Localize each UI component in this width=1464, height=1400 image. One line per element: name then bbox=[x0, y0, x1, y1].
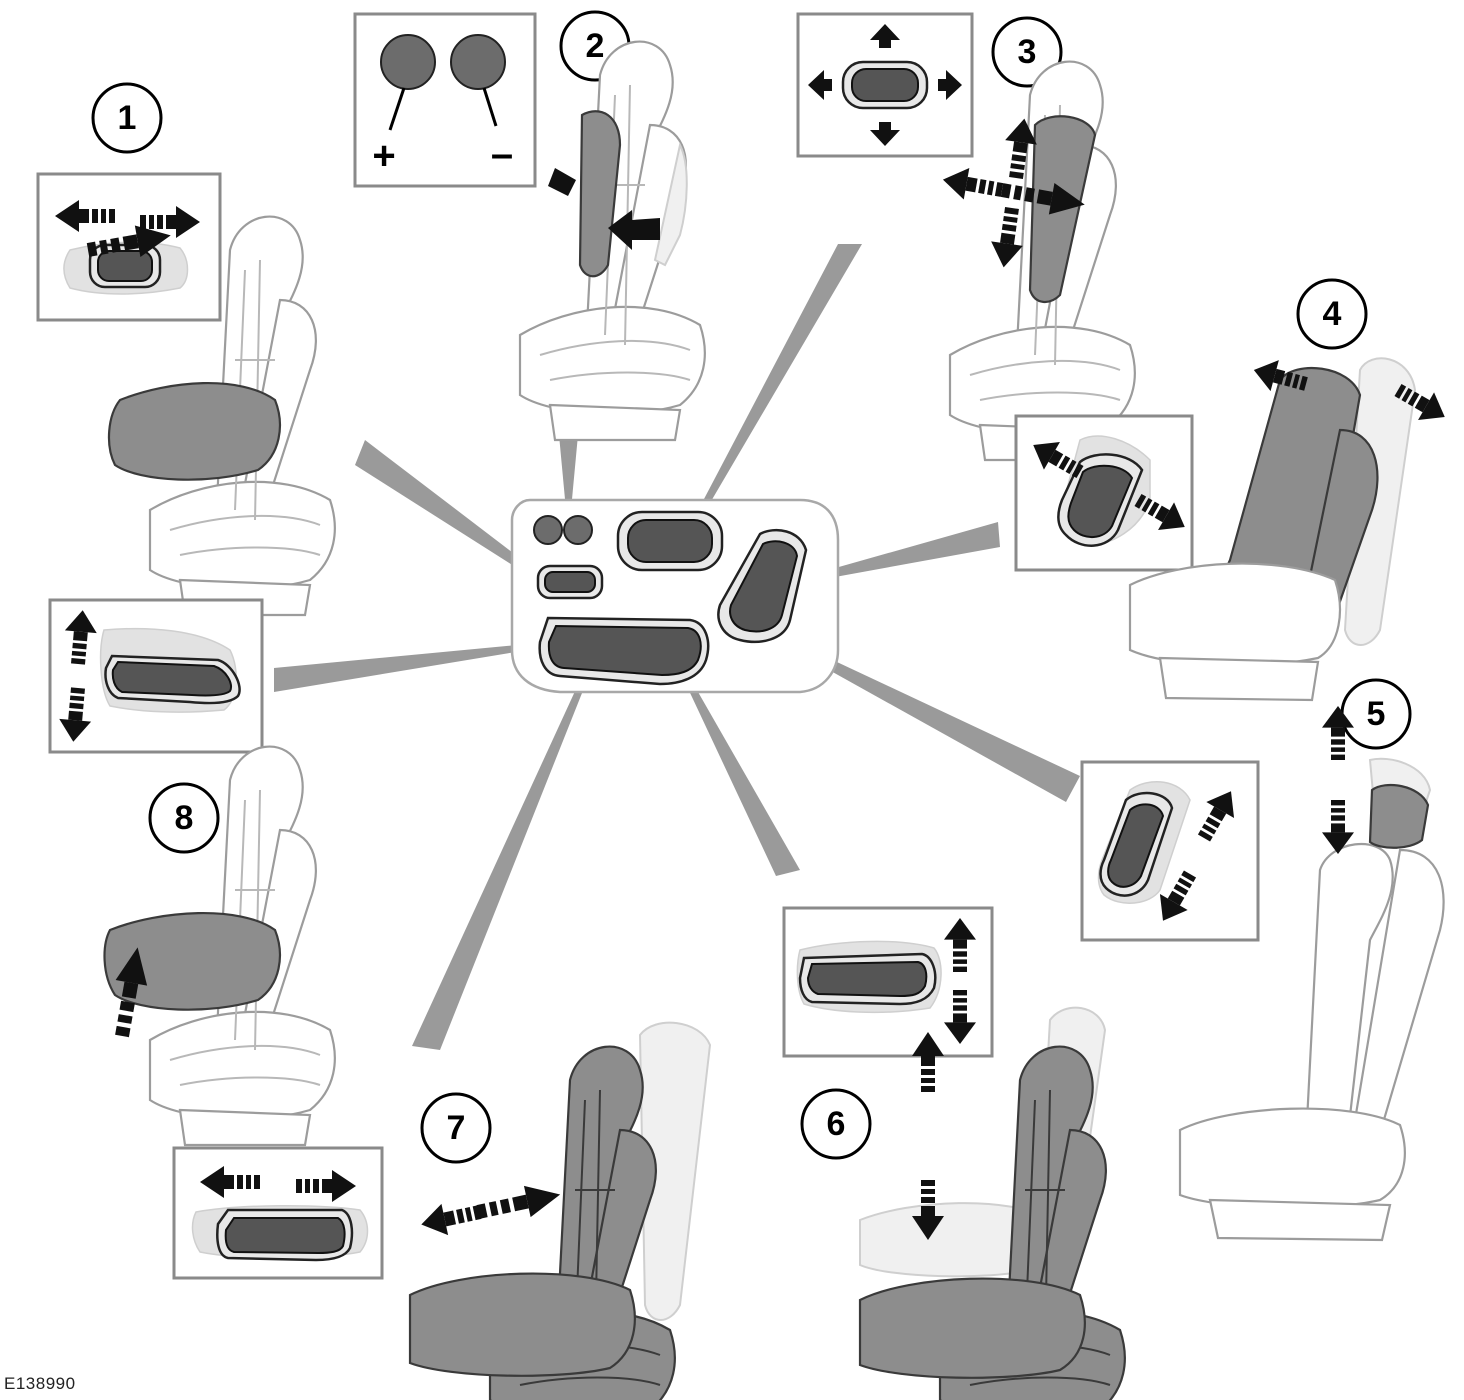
seat-illustration-3 bbox=[948, 60, 1136, 462]
inset-panel-1 bbox=[36, 172, 222, 322]
seat-slide-arrow bbox=[474, 1178, 564, 1228]
seat-slide-arrow-back bbox=[417, 1196, 484, 1241]
arrow-down bbox=[870, 122, 900, 146]
inset-panel-3 bbox=[796, 12, 974, 158]
callout-4-number: 4 bbox=[1323, 295, 1342, 333]
callout-7-circle bbox=[420, 1092, 492, 1164]
callout-6-number: 6 bbox=[827, 1105, 846, 1143]
minus-sign: – bbox=[491, 132, 513, 176]
headrest-highlight bbox=[1368, 783, 1430, 849]
callout-3-group: 3 bbox=[796, 12, 1136, 462]
callout-3-number: 3 bbox=[1018, 33, 1037, 71]
inset-panel-6 bbox=[782, 906, 994, 1058]
cushion-extension-switch[interactable] bbox=[536, 564, 604, 600]
callout-3-circle bbox=[991, 16, 1063, 88]
leader-5 bbox=[786, 640, 1080, 802]
callout-5-group: 5 bbox=[1080, 678, 1445, 1242]
callout-4-circle bbox=[1296, 278, 1368, 350]
seat-illustration-6 bbox=[858, 1045, 1126, 1400]
backrest-switch[interactable] bbox=[717, 529, 808, 644]
inset-panel-4 bbox=[1014, 414, 1194, 572]
leader-lines bbox=[274, 244, 1080, 1050]
plus-sign: + bbox=[372, 134, 395, 178]
seat-illustration-4 bbox=[1128, 366, 1379, 702]
callout-2-group: 2 + – bbox=[353, 10, 706, 442]
seat-illustration-8 bbox=[103, 745, 336, 1147]
lumbar-minus-button[interactable] bbox=[563, 515, 593, 545]
lumbar-plus-button[interactable] bbox=[533, 515, 563, 545]
seat-illustration-7-ghost bbox=[638, 1021, 712, 1321]
leader-8 bbox=[274, 643, 540, 692]
arrow-up bbox=[870, 24, 900, 48]
callout-2-number: 2 bbox=[586, 27, 605, 65]
callout-7-group: 7 bbox=[172, 1021, 712, 1400]
inset-panel-7 bbox=[172, 1146, 384, 1280]
callout-6-circle bbox=[800, 1088, 872, 1160]
figure-reference-code: E138990 bbox=[4, 1374, 76, 1393]
callout-8-group: 8 bbox=[48, 598, 336, 1147]
seat-illustration-4-ghost bbox=[1343, 357, 1417, 646]
callout-1-circle bbox=[91, 82, 163, 154]
seat-illustration-7 bbox=[408, 1045, 676, 1400]
callout-1-number: 1 bbox=[118, 99, 137, 137]
callout-8-number: 8 bbox=[175, 799, 194, 837]
callout-1-group: 1 bbox=[36, 82, 336, 617]
lumbar-arrow-large bbox=[608, 210, 660, 250]
callout-8-circle bbox=[148, 782, 220, 854]
leader-4 bbox=[800, 522, 1000, 583]
inset-panel-8 bbox=[48, 598, 264, 754]
callout-7-number: 7 bbox=[447, 1109, 466, 1147]
inset-panel-2: + – bbox=[353, 12, 537, 188]
plus-button-icon bbox=[380, 34, 436, 90]
minus-button-icon bbox=[450, 34, 506, 90]
leader-6 bbox=[684, 678, 800, 876]
central-control-panel bbox=[510, 498, 840, 694]
seat-illustration-1 bbox=[107, 215, 336, 617]
lumbar-horizontal-arrow-back bbox=[940, 163, 1005, 206]
arrow-left bbox=[808, 70, 832, 100]
callout-4-group: 4 bbox=[1014, 278, 1453, 702]
inset-panel-5 bbox=[1080, 760, 1260, 942]
callout-5-number: 5 bbox=[1367, 695, 1386, 733]
leader-3 bbox=[694, 244, 862, 520]
seat-cushion-switch[interactable] bbox=[538, 616, 710, 686]
seat-illustration-2 bbox=[518, 40, 706, 442]
arrow-right bbox=[938, 70, 962, 100]
seat-illustration-5 bbox=[1178, 757, 1445, 1242]
lumbar-joystick[interactable] bbox=[616, 510, 724, 572]
leader-7 bbox=[412, 676, 588, 1050]
callout-6-group: 6 bbox=[782, 906, 1126, 1400]
lumbar-arrow-small bbox=[548, 168, 576, 196]
leader-1 bbox=[355, 440, 542, 580]
